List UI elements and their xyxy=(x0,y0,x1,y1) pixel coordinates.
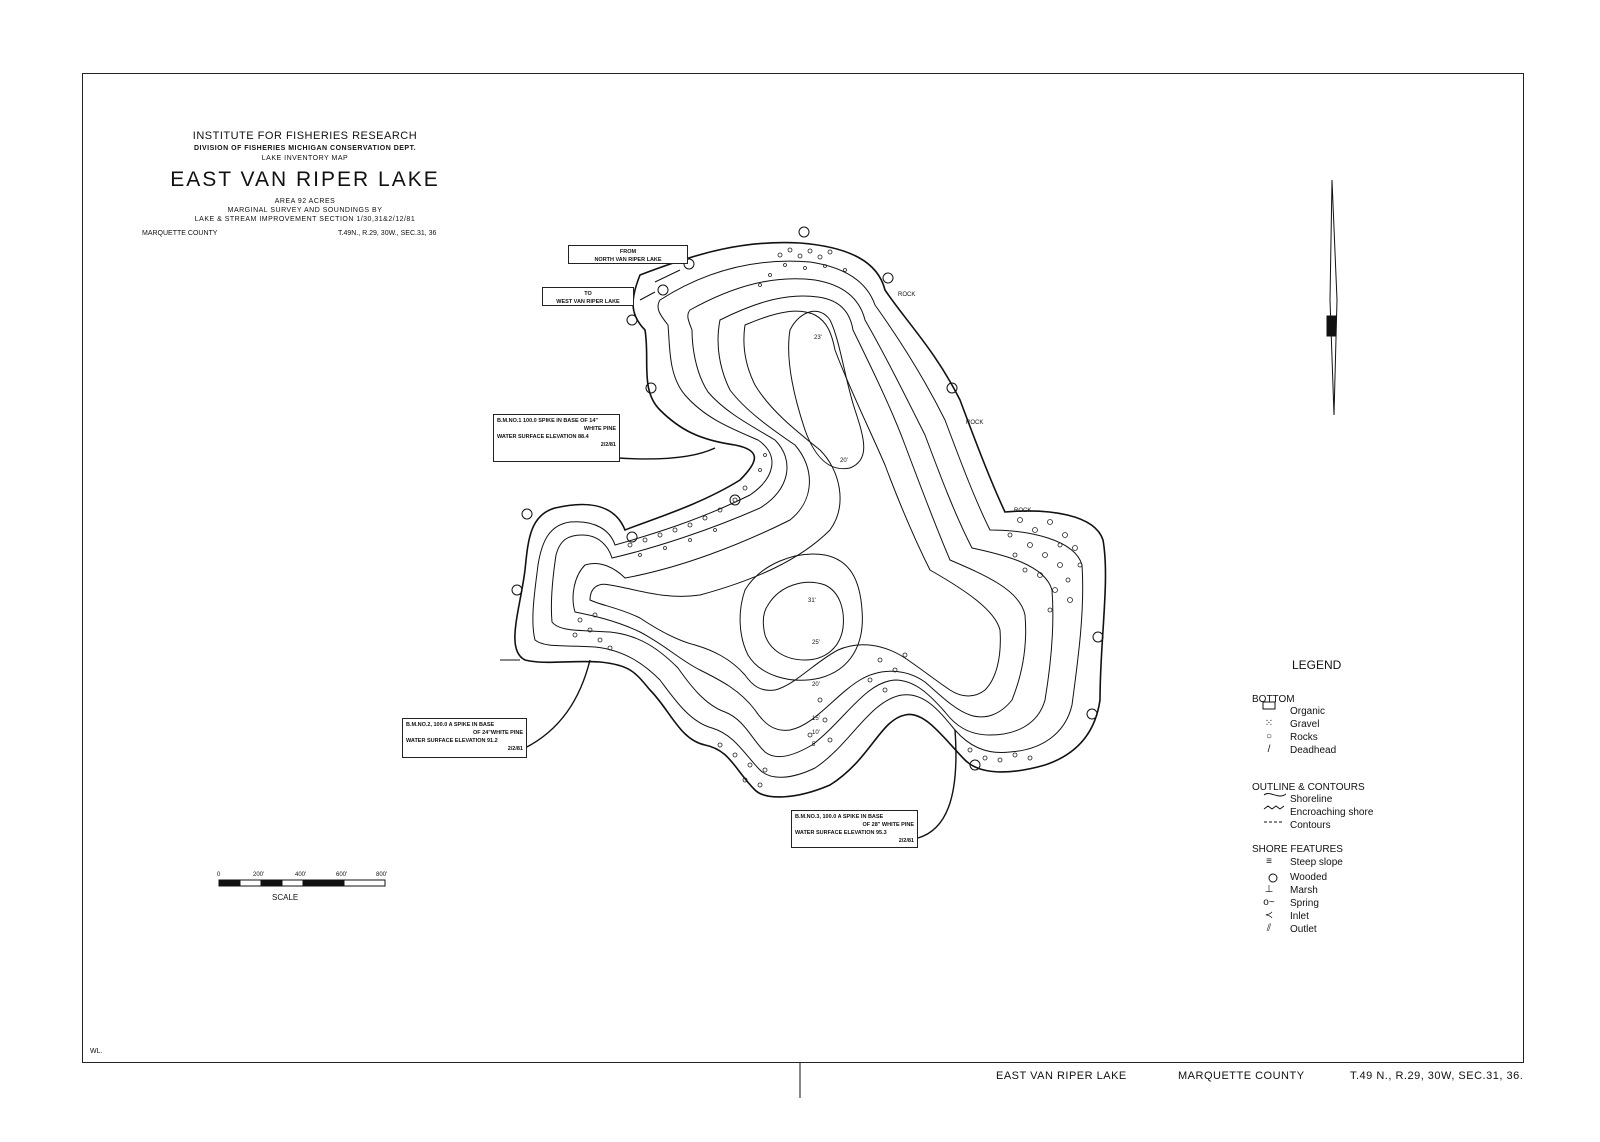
footer-township: T.49 N., R.29, 30W, SEC.31, 36. xyxy=(1350,1070,1524,1082)
map-type-line: LAKE INVENTORY MAP xyxy=(261,155,349,162)
county-line: MARQUETTE COUNTY xyxy=(142,230,218,237)
bm3-line3: WATER SURFACE ELEVATION 95.3 xyxy=(795,830,887,836)
contour-25 xyxy=(739,553,863,681)
rock-label-3: ROCK xyxy=(1014,508,1032,514)
from-north-box: FROM NORTH VAN RIPER LAKE xyxy=(568,245,688,264)
bm2-line1: B.M.NO.2, 100.0 A SPIKE IN BASE xyxy=(406,722,495,728)
legend-gravel: Gravel xyxy=(1290,719,1320,730)
legend-spring: Spring xyxy=(1290,898,1319,909)
benchmark-3-box: B.M.NO.3, 100.0 A SPIKE IN BASE OF 28" W… xyxy=(791,810,918,848)
contour-20 xyxy=(589,310,1001,697)
township-line: T.49N., R.29, 30W., SEC.31, 36 xyxy=(338,230,437,237)
legend-encroaching: Encroaching shore xyxy=(1290,807,1374,818)
rock-label-1: ROCK xyxy=(898,292,916,298)
footer-lake: EAST VAN RIPER LAKE xyxy=(996,1070,1127,1082)
drafter-initials: WL. xyxy=(90,1048,103,1055)
legend-outlet: Outlet xyxy=(1290,924,1317,935)
depth-label: 23' xyxy=(814,335,822,341)
survey-line-1: MARGINAL SURVEY AND SOUNDINGS BY xyxy=(227,207,383,214)
scale-tick: 0 xyxy=(217,872,221,878)
legend-wooded: Wooded xyxy=(1290,872,1328,883)
north-lake-label: NORTH VAN RIPER LAKE xyxy=(594,257,662,263)
gravel-icon: ⁙ xyxy=(1264,718,1274,729)
outlet-icon: ⫽ xyxy=(1266,923,1272,934)
scale-tick: 200' xyxy=(253,872,265,878)
lake-name-title: EAST VAN RIPER LAKE xyxy=(170,168,440,191)
bm1-line3: WATER SURFACE ELEVATION 88.4 xyxy=(497,434,589,440)
footer-county: MARQUETTE COUNTY xyxy=(1178,1070,1305,1082)
area-line: AREA 92 ACRES xyxy=(274,198,336,205)
scale-bar xyxy=(218,879,386,887)
legend-shore-title: SHORE FEATURES xyxy=(1252,844,1343,855)
scale-tick: 800' xyxy=(376,872,388,878)
bm2-line3: WATER SURFACE ELEVATION 91.2 xyxy=(406,738,498,744)
spring-icon: o~ xyxy=(1263,897,1275,908)
to-label: TO xyxy=(584,291,592,297)
west-lake-label: WEST VAN RIPER LAKE xyxy=(556,299,620,305)
bm3-line4: 2/2/81 xyxy=(898,838,914,844)
depth-label: 5' xyxy=(812,742,817,748)
contour-23-north xyxy=(788,310,865,470)
steep-slope-icon: ≡ xyxy=(1266,856,1272,867)
legend-marsh: Marsh xyxy=(1290,885,1318,896)
legend-contours: Contours xyxy=(1290,820,1331,831)
legend-shoreline: Shoreline xyxy=(1290,794,1333,805)
scale-tick: 400' xyxy=(295,872,307,878)
benchmark-2-box: B.M.NO.2, 100.0 A SPIKE IN BASE OF 24"WH… xyxy=(402,718,527,758)
marsh-icon: ⊥ xyxy=(1264,884,1274,895)
contour-15 xyxy=(572,295,1027,731)
benchmark-1-box: B.M.NO.1 100.0 SPIKE IN BASE OF 14" WHIT… xyxy=(493,414,620,462)
bm1-line1: B.M.NO.1 100.0 SPIKE IN BASE OF 14" xyxy=(497,418,599,424)
bm1-line4: 2/2/81 xyxy=(600,442,616,448)
shoreline xyxy=(514,241,1107,798)
rocks-icon: ○ xyxy=(1265,731,1273,742)
depth-label: 20' xyxy=(840,458,848,464)
depth-label: 20' xyxy=(812,682,820,688)
bm3-line2: OF 28" WHITE PINE xyxy=(862,822,914,828)
legend-bottom-title: BOTTOM xyxy=(1252,694,1295,705)
inlet-icon: ≺ xyxy=(1264,910,1274,921)
legend-steep-slope: Steep slope xyxy=(1290,857,1343,868)
contour-10 xyxy=(550,278,1054,758)
depth-label: 25' xyxy=(812,640,820,646)
division-line: DIVISION OF FISHERIES MICHIGAN CONSERVAT… xyxy=(193,145,417,152)
depth-label: 31' xyxy=(808,598,816,604)
contour-5 xyxy=(532,260,1084,778)
bm3-line1: B.M.NO.3, 100.0 A SPIKE IN BASE xyxy=(795,814,884,820)
map-frame xyxy=(82,73,1524,1063)
rock-label-2: ROCK xyxy=(966,420,984,426)
depth-label: 15' xyxy=(812,716,820,722)
bm2-line2: OF 24"WHITE PINE xyxy=(473,730,523,736)
bm2-line4: 2/2/81 xyxy=(507,746,523,752)
depth-label: 10' xyxy=(812,730,820,736)
deadhead-icon: / xyxy=(1267,744,1271,755)
scale-label: SCALE xyxy=(272,893,299,902)
to-west-box: TO WEST VAN RIPER LAKE xyxy=(542,287,634,306)
legend-deadhead: Deadhead xyxy=(1290,745,1337,756)
bm1-line2: WHITE PINE xyxy=(583,426,616,432)
legend-rocks: Rocks xyxy=(1290,732,1318,743)
legend-inlet: Inlet xyxy=(1290,911,1309,922)
scale-tick: 600' xyxy=(336,872,348,878)
legend-organic: Organic xyxy=(1290,706,1326,717)
north-arrow xyxy=(1326,179,1338,416)
contour-31 xyxy=(762,581,844,661)
legend-outline-title: OUTLINE & CONTOURS xyxy=(1252,782,1365,793)
survey-line-2: LAKE & STREAM IMPROVEMENT SECTION 1/30,3… xyxy=(194,216,416,223)
institute-title: INSTITUTE FOR FISHERIES RESEARCH xyxy=(192,130,418,142)
from-label: FROM xyxy=(619,249,637,255)
legend-title: LEGEND xyxy=(1292,658,1342,672)
